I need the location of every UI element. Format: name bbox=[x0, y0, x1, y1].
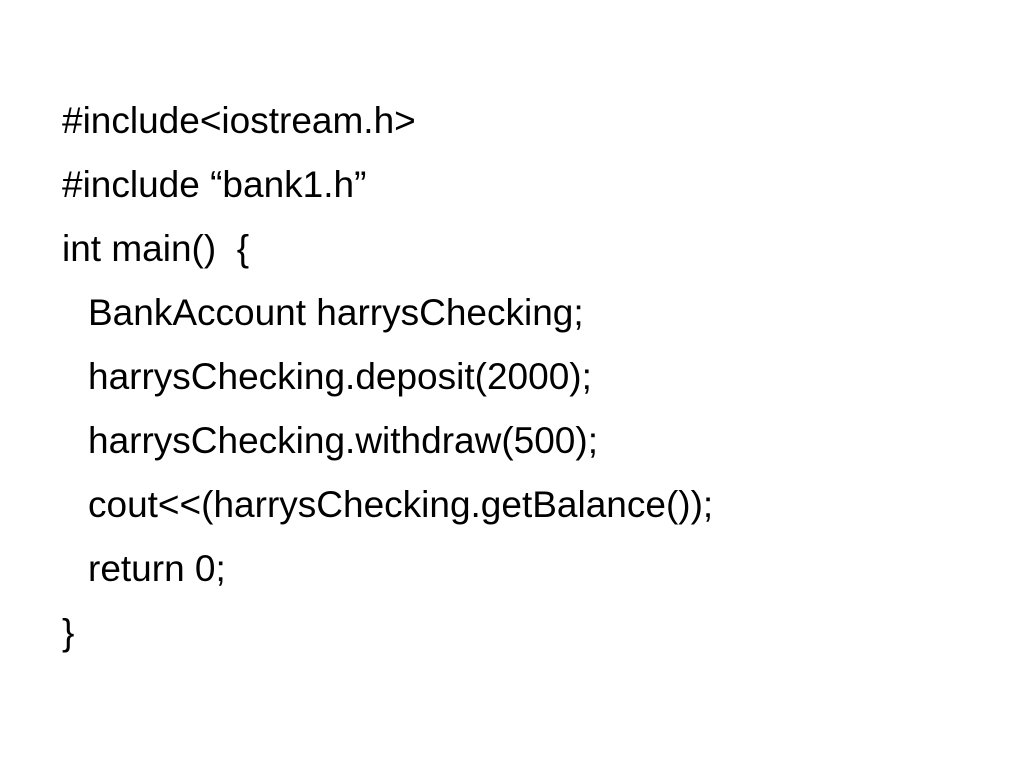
code-line-main-signature: int main() { bbox=[62, 228, 250, 269]
code-listing: #include<iostream.h> #include “bank1.h” … bbox=[62, 89, 713, 665]
code-line-withdraw: harrysChecking.withdraw(500); bbox=[88, 420, 598, 461]
code-line-include-iostream: #include<iostream.h> bbox=[62, 100, 416, 141]
code-line-deposit: harrysChecking.deposit(2000); bbox=[88, 356, 592, 397]
code-line-print-balance: cout<<(harrysChecking.getBalance()); bbox=[88, 484, 714, 525]
code-line-return: return 0; bbox=[88, 548, 226, 589]
code-line-include-bank: #include “bank1.h” bbox=[62, 164, 367, 205]
code-line-closing-brace: } bbox=[62, 612, 75, 653]
code-line-declare-account: BankAccount harrysChecking; bbox=[88, 292, 584, 333]
